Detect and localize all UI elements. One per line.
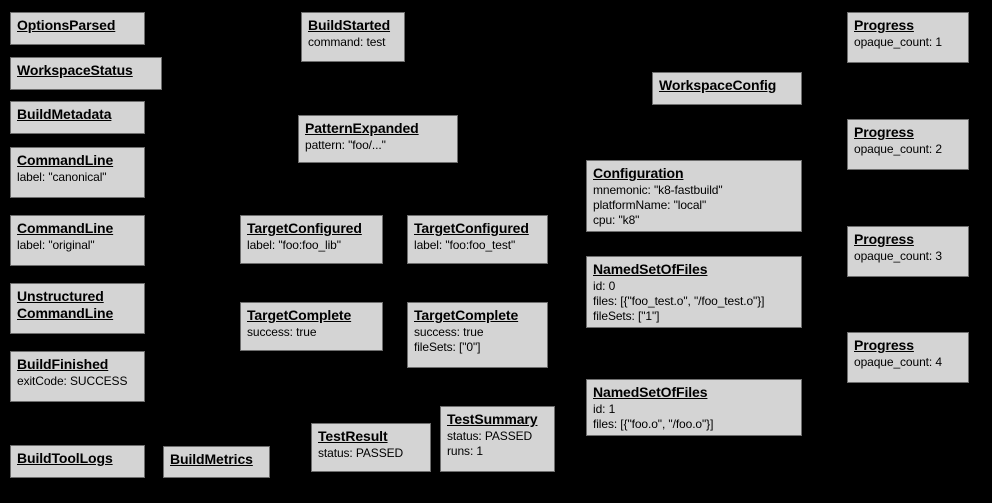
event-node-title: WorkspaceStatus (17, 62, 133, 78)
event-node-progress-1[interactable]: Progress opaque_count: 1 (847, 12, 969, 63)
event-node-target-configured-foo-test[interactable]: TargetConfigured label: "foo:foo_test" (407, 215, 548, 264)
event-node-title: TargetConfigured (414, 220, 529, 236)
event-node-title: TargetComplete (414, 307, 519, 323)
event-node-fields: id: 1 files: [{"foo.o", "/foo.o"}] (593, 402, 714, 431)
event-node-title: BuildToolLogs (17, 450, 113, 466)
event-node-build-metrics[interactable]: BuildMetrics (163, 446, 270, 478)
event-node-build-metadata[interactable]: BuildMetadata (10, 101, 145, 134)
event-node-title: NamedSetOfFiles (593, 384, 708, 400)
event-node-fields: label: "original" (17, 238, 95, 252)
event-node-test-summary[interactable]: TestSummary status: PASSED runs: 1 (440, 406, 555, 472)
event-node-title: TargetConfigured (247, 220, 362, 236)
event-node-command-line-original[interactable]: CommandLine label: "original" (10, 215, 145, 266)
event-node-fields: pattern: "foo/..." (305, 138, 386, 152)
event-node-fields: mnemonic: "k8-fastbuild" platformName: "… (593, 183, 723, 227)
event-node-target-configured-foo-lib[interactable]: TargetConfigured label: "foo:foo_lib" (240, 215, 383, 264)
event-node-title: Configuration (593, 165, 684, 181)
event-node-title: Progress (854, 124, 914, 140)
event-node-workspace-status[interactable]: WorkspaceStatus (10, 57, 162, 90)
event-node-title: Progress (854, 17, 914, 33)
event-node-title: CommandLine (17, 220, 114, 236)
event-node-target-complete-foo-test[interactable]: TargetComplete success: true fileSets: ["… (407, 302, 548, 368)
event-node-fields: label: "foo:foo_test" (414, 238, 516, 252)
event-node-title: TestResult (318, 428, 388, 444)
event-node-target-complete-foo-lib[interactable]: TargetComplete success: true (240, 302, 383, 351)
event-node-configuration[interactable]: Configuration mnemonic: "k8-fastbuild" pl… (586, 160, 802, 232)
event-node-pattern-expanded[interactable]: PatternExpanded pattern: "foo/..." (298, 115, 458, 163)
event-node-title: PatternExpanded (305, 120, 419, 136)
event-node-build-tool-logs[interactable]: BuildToolLogs (10, 445, 145, 478)
event-node-title: OptionsParsed (17, 17, 116, 33)
event-node-fields: id: 0 files: [{"foo_test.o", "/foo_test.… (593, 279, 765, 323)
event-node-fields: success: true fileSets: ["0"] (414, 325, 484, 354)
event-node-title: TestSummary (447, 411, 538, 427)
event-node-fields: opaque_count: 4 (854, 355, 942, 369)
event-node-title: Unstructured CommandLine (17, 288, 114, 321)
event-node-fields: status: PASSED (318, 446, 404, 460)
event-node-progress-2[interactable]: Progress opaque_count: 2 (847, 119, 969, 170)
event-node-title: WorkspaceConfig (659, 77, 777, 93)
event-node-title: CommandLine (17, 152, 114, 168)
event-node-options-parsed[interactable]: OptionsParsed (10, 12, 145, 45)
event-node-fields: opaque_count: 3 (854, 249, 942, 263)
event-node-fields: label: "foo:foo_lib" (247, 238, 341, 252)
event-node-build-started[interactable]: BuildStarted command: test (301, 12, 405, 62)
event-node-build-finished[interactable]: BuildFinished exitCode: SUCCESS (10, 351, 145, 402)
event-node-title: Progress (854, 231, 914, 247)
event-node-title: BuildStarted (308, 17, 391, 33)
event-node-fields: command: test (308, 35, 386, 49)
event-node-fields: opaque_count: 2 (854, 142, 942, 156)
event-node-test-result[interactable]: TestResult status: PASSED (311, 423, 431, 472)
event-node-unstructured-command-line[interactable]: Unstructured CommandLine (10, 283, 145, 334)
event-node-title: Progress (854, 337, 914, 353)
event-node-workspace-config[interactable]: WorkspaceConfig (652, 72, 802, 105)
event-node-fields: exitCode: SUCCESS (17, 374, 128, 388)
event-node-fields: status: PASSED runs: 1 (447, 429, 533, 458)
event-node-progress-4[interactable]: Progress opaque_count: 4 (847, 332, 969, 383)
event-node-named-set-of-files-0[interactable]: NamedSetOfFiles id: 0 files: [{"foo_test.… (586, 256, 802, 328)
event-node-title: BuildMetrics (170, 451, 253, 467)
event-node-fields: success: true (247, 325, 317, 339)
event-node-title: TargetComplete (247, 307, 352, 323)
event-node-title: BuildMetadata (17, 106, 112, 122)
event-node-progress-3[interactable]: Progress opaque_count: 3 (847, 226, 969, 277)
event-node-fields: opaque_count: 1 (854, 35, 942, 49)
event-node-command-line-canonical[interactable]: CommandLine label: "canonical" (10, 147, 145, 198)
event-node-title: NamedSetOfFiles (593, 261, 708, 277)
event-node-title: BuildFinished (17, 356, 109, 372)
event-node-named-set-of-files-1[interactable]: NamedSetOfFiles id: 1 files: [{"foo.o", "… (586, 379, 802, 436)
event-node-fields: label: "canonical" (17, 170, 107, 184)
